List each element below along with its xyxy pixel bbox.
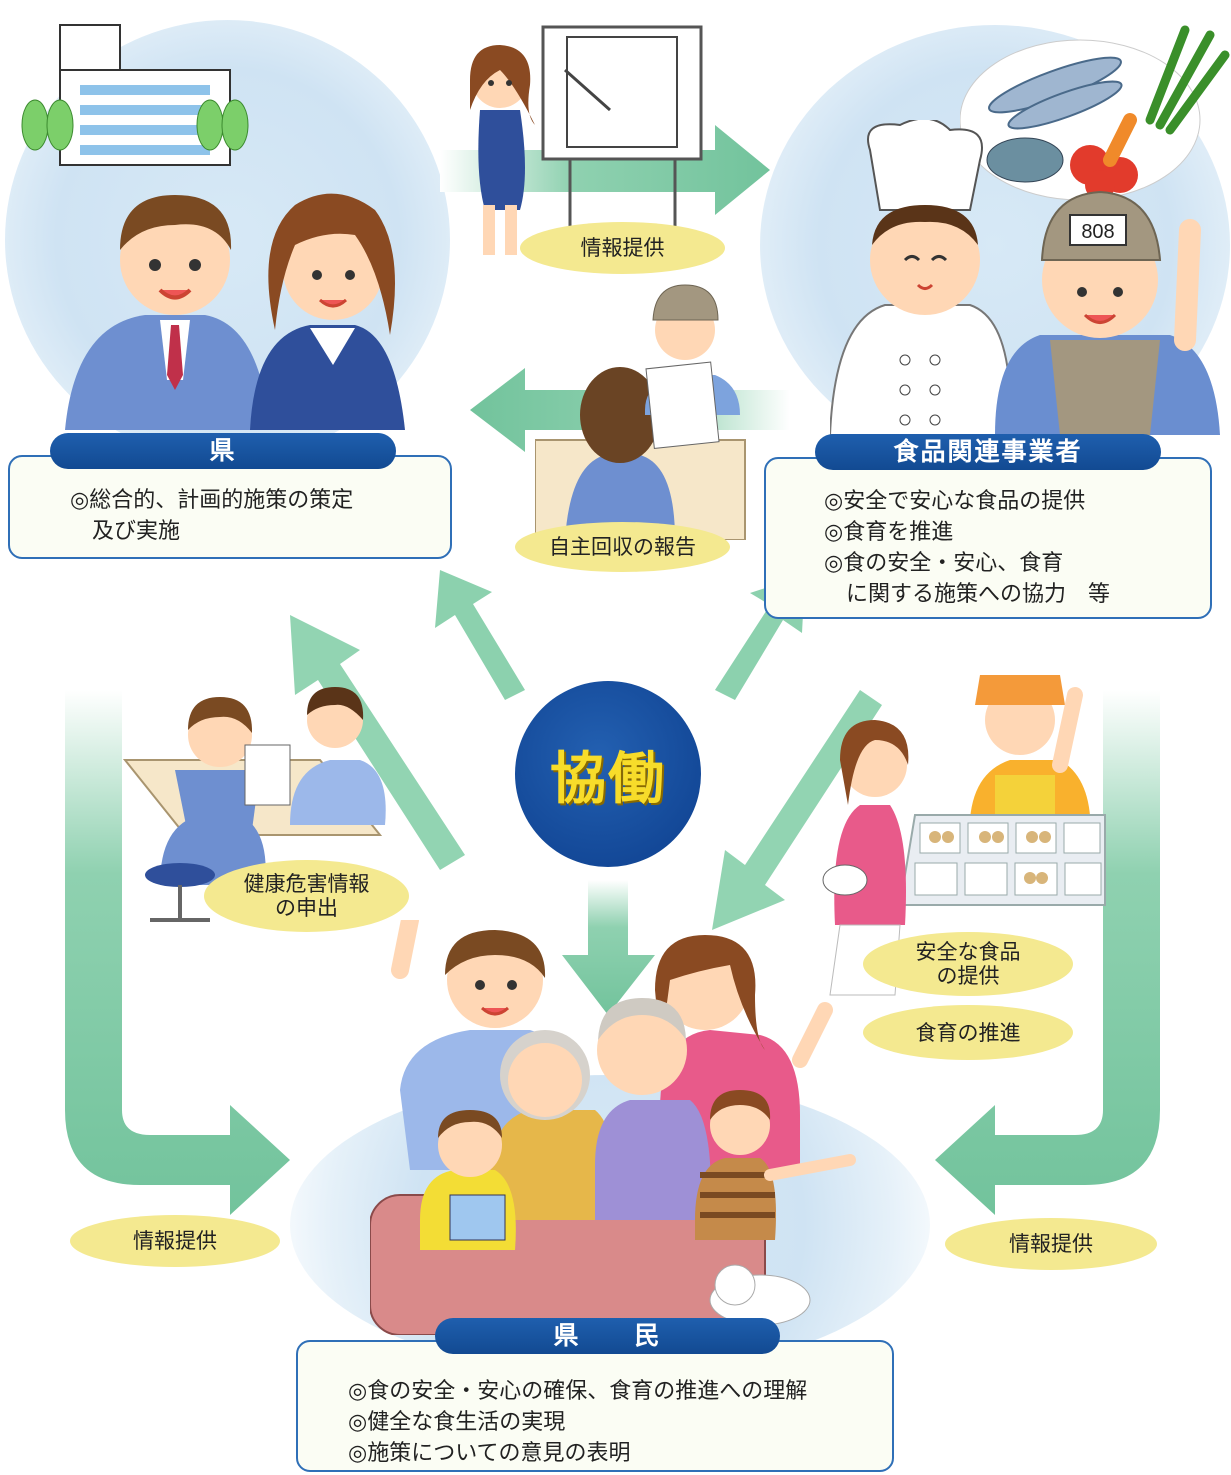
recall-report-illustration <box>535 284 746 540</box>
health-report-illustration <box>122 687 386 922</box>
left-info-pill: 情報提供 <box>70 1215 280 1267</box>
health-report-pill: 健康危害情報 の申出 <box>204 860 409 932</box>
right-info-pill: 情報提供 <box>945 1218 1157 1270</box>
business-title: 食品関連事業者 <box>815 434 1161 470</box>
residents-item: ◎食の安全・安心の確保、食育の推進への理解 <box>348 1379 808 1404</box>
business-item: ◎食の安全・安心、食育 <box>824 551 1064 576</box>
business-people-illustration: 808 <box>830 120 1220 435</box>
safe-food-label-line2: の提供 <box>936 964 1000 988</box>
prefecture-title: 県 <box>50 433 396 469</box>
arrow-safe-food-down <box>712 690 882 930</box>
top-info-pill: 情報提供 <box>520 222 725 274</box>
collaboration-label: 協働 <box>550 746 666 812</box>
food-education-pill: 食育の推進 <box>863 1005 1073 1060</box>
collaboration-circle: 協働 <box>515 681 701 867</box>
safe-food-pill: 安全な食品 の提供 <box>863 932 1073 996</box>
office-building-icon <box>21 24 249 166</box>
food-shop-illustration <box>822 675 1106 996</box>
top-info-label: 情報提供 <box>580 236 665 260</box>
food-education-label: 食育の推進 <box>915 1020 1021 1045</box>
prefecture-officials-illustration <box>65 193 405 430</box>
family-illustration <box>370 920 856 1335</box>
arrow-center-down <box>562 880 655 1015</box>
recall-report-pill: 自主回収の報告 <box>515 522 730 572</box>
prefecture-item: 及び実施 <box>70 519 181 544</box>
prefecture-box <box>8 455 452 559</box>
business-item: に関する施策への協力 等 <box>824 582 1111 607</box>
arrow-center-upleft-1 <box>435 570 525 700</box>
left-info-label: 情報提供 <box>133 1229 217 1253</box>
arrow-top-right <box>440 125 770 215</box>
residents-item: ◎健全な食生活の実現 <box>348 1410 566 1435</box>
health-report-label-line1: 健康危害情報 <box>243 872 370 896</box>
cap-badge: 808 <box>1081 221 1114 243</box>
arrow-left-info <box>65 690 290 1215</box>
safe-food-label-line1: 安全な食品 <box>915 940 1021 964</box>
business-item: ◎食育を推進 <box>824 520 954 545</box>
prefecture-item: ◎総合的、計画的施策の策定 <box>70 488 354 513</box>
business-item: ◎安全で安心な食品の提供 <box>824 489 1086 514</box>
residents-item: ◎施策についての意見の表明 <box>348 1441 631 1466</box>
arrow-health-up <box>290 615 465 870</box>
presenter-illustration <box>470 25 703 255</box>
right-info-label: 情報提供 <box>1009 1232 1093 1256</box>
residents-box <box>296 1340 894 1472</box>
residents-title: 県 民 <box>435 1318 780 1354</box>
health-report-label-line2: の申出 <box>275 896 338 920</box>
recall-report-label: 自主回収の報告 <box>549 535 696 559</box>
